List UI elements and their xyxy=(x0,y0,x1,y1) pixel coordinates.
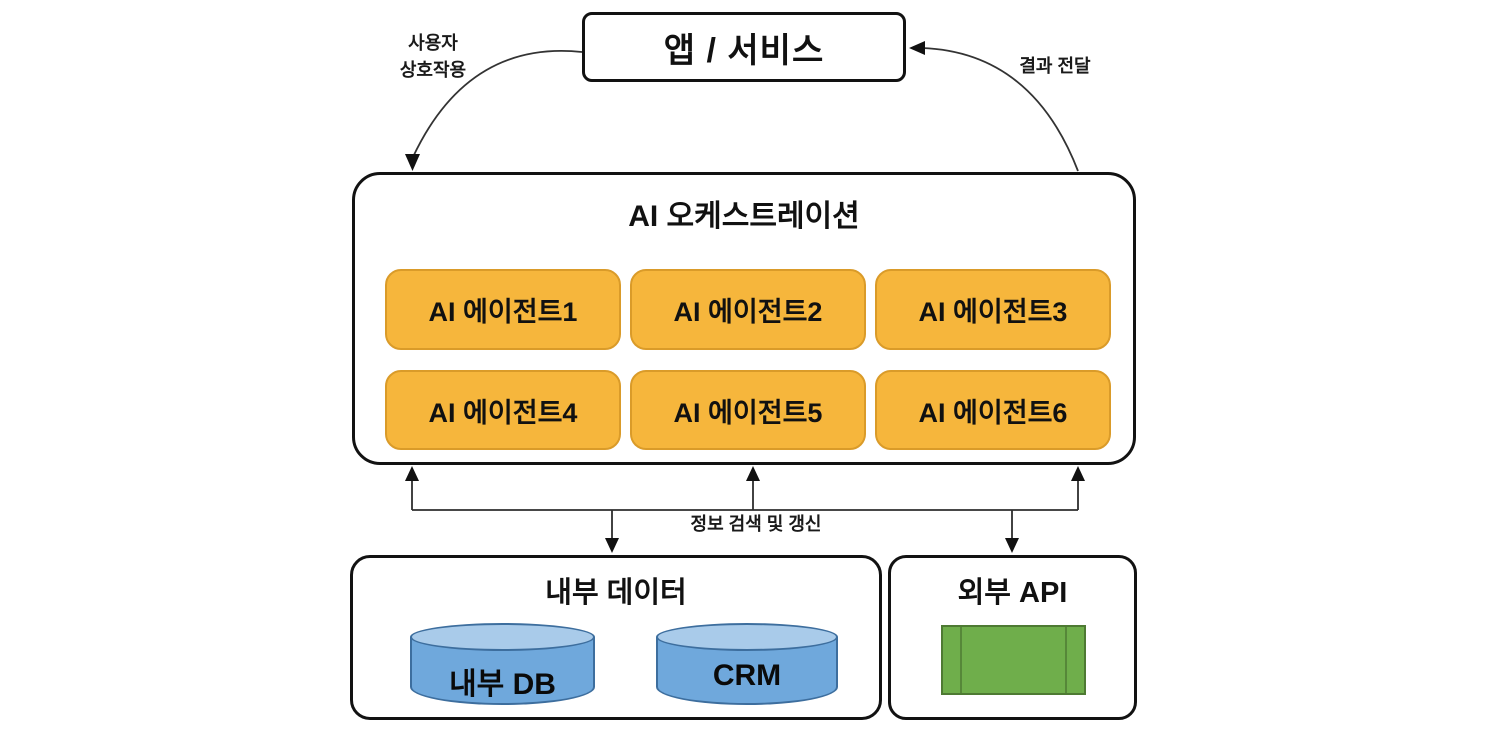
result-delivery-arrowhead xyxy=(909,41,925,55)
internal-db-label: 내부 DB xyxy=(449,668,556,701)
agent-label-4: AI 에이전트4 xyxy=(428,397,578,428)
database-icon xyxy=(410,623,595,651)
agent-box-1: AI 에이전트1 xyxy=(385,269,621,350)
user-interaction-label-line2: 상호작용 xyxy=(399,60,467,80)
user-interaction-arrowhead xyxy=(405,154,420,171)
external-api-title: 외부 API xyxy=(957,577,1068,609)
agent-label-2: AI 에이전트2 xyxy=(673,297,823,327)
agent-box-2: AI 에이전트2 xyxy=(630,269,866,350)
internal-data-title: 내부 데이터 xyxy=(545,577,687,609)
user-interaction-arrow xyxy=(412,50,583,158)
user-interaction-label-line1: 사용자 xyxy=(408,33,458,53)
user-interaction-label: 사용자 상호작용 xyxy=(368,30,498,84)
agent-label-3: AI 에이전트3 xyxy=(918,297,1068,327)
orchestration-title: AI 오케스트레이션 xyxy=(628,200,860,233)
result-delivery-arrow xyxy=(921,47,1079,172)
agent-box-3: AI 에이전트3 xyxy=(875,269,1111,350)
app-service-label: 앱 / 서비스 xyxy=(663,31,825,70)
database-icon xyxy=(656,623,838,651)
external-api-box: 외부 API xyxy=(888,555,1137,720)
result-delivery-label: 결과 전달 xyxy=(1019,56,1091,76)
agent-box-6: AI 에이전트6 xyxy=(875,370,1111,450)
crm-label: CRM xyxy=(712,659,782,692)
api-server-icon xyxy=(941,625,1086,695)
agent-label-5: AI 에이전트5 xyxy=(673,397,823,428)
internal-db-cylinder: 내부 DB xyxy=(410,623,595,705)
internal-data-box: 내부 데이터 내부 DB CRM xyxy=(350,555,882,720)
info-search-update-label: 정보 검색 및 갱신 xyxy=(690,514,822,534)
agent-label-1: AI 에이전트1 xyxy=(428,297,578,327)
agent-box-4: AI 에이전트4 xyxy=(385,370,621,450)
crm-cylinder: CRM xyxy=(656,623,838,705)
app-service-box: 앱 / 서비스 xyxy=(582,12,906,82)
agent-label-6: AI 에이전트6 xyxy=(918,397,1068,428)
agent-box-5: AI 에이전트5 xyxy=(630,370,866,450)
orchestration-box: AI 오케스트레이션 AI 에이전트1 AI 에이전트2 AI 에이전트3 AI… xyxy=(352,172,1136,465)
